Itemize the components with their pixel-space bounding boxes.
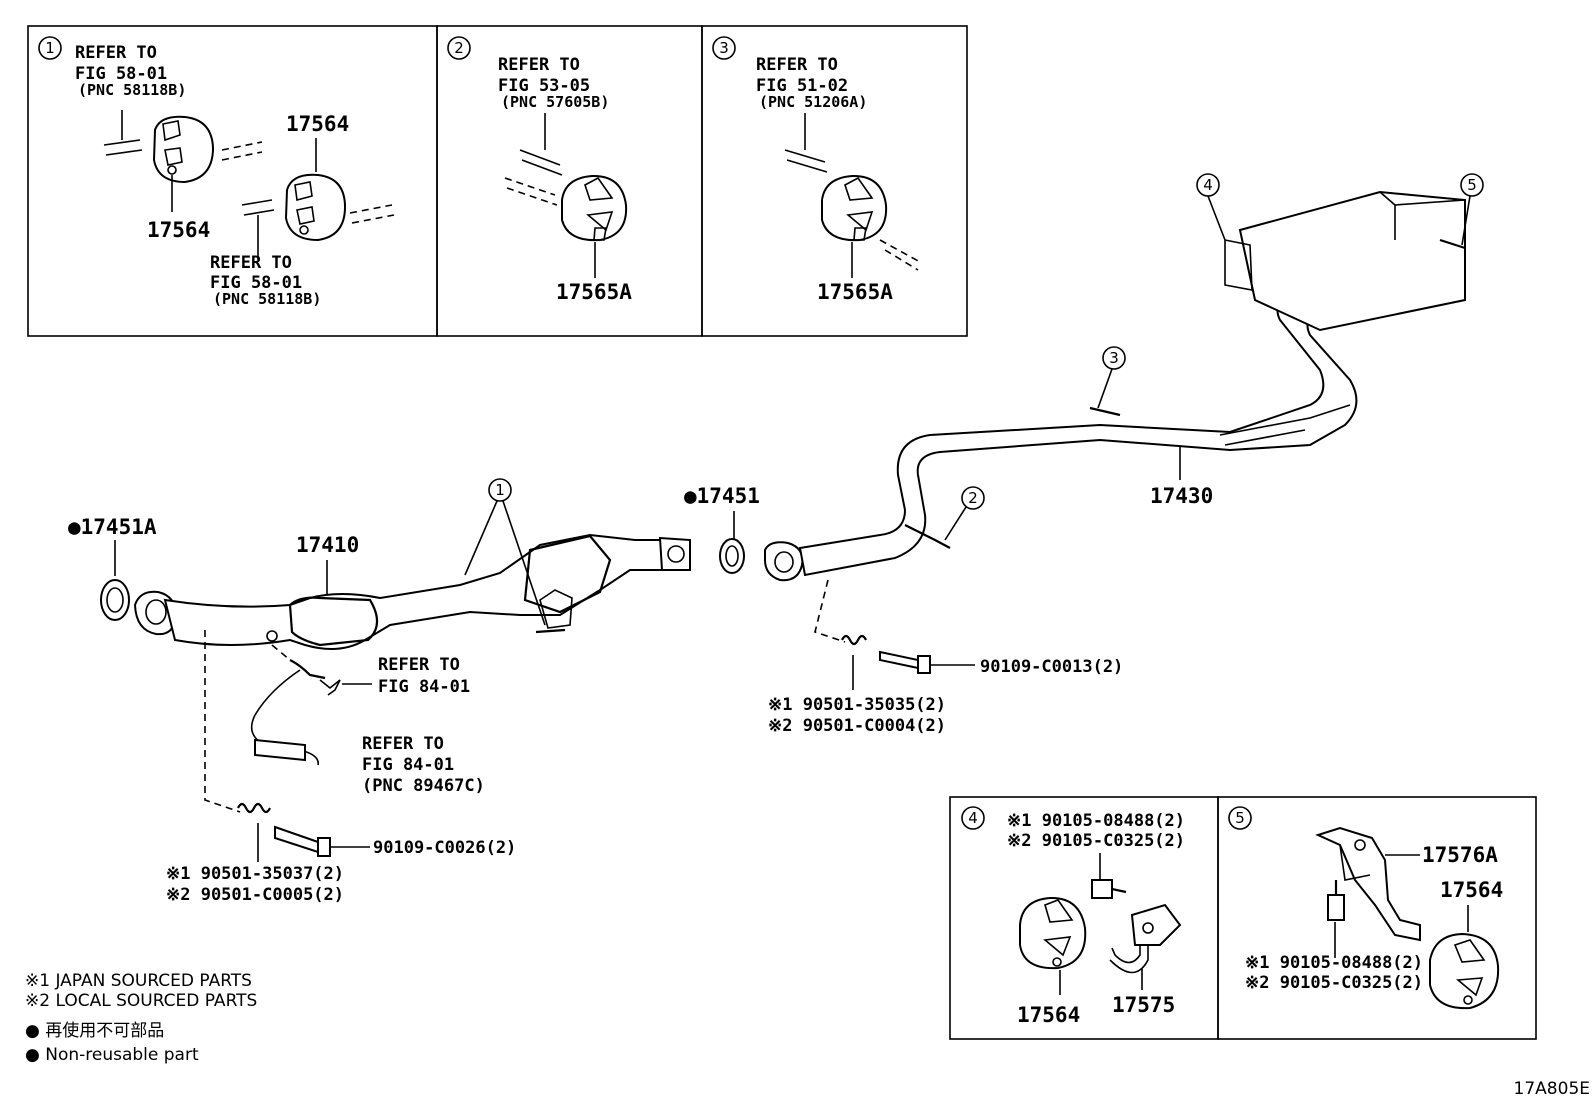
callout-1-label: 1 xyxy=(45,39,55,57)
bolt-label-2: ※2 90105-C0325(2) xyxy=(1007,831,1185,851)
gasket-17451A xyxy=(100,579,130,621)
part-17565A: 17565A xyxy=(817,280,893,304)
bolt-front-label: 90109-C0026(2) xyxy=(373,838,516,858)
bracket-17576A xyxy=(1315,826,1421,942)
refer-sensor-1-line-1: REFER TO xyxy=(378,655,460,675)
legend-non-reusable-jp: ● 再使用不可部品 xyxy=(25,1020,164,1041)
panel-3-frame xyxy=(701,25,968,337)
spring-center-label-2: ※2 90501-C0004(2) xyxy=(768,716,946,736)
refer-sensor-2-line-2: FIG 84-01 xyxy=(362,755,454,775)
muffler xyxy=(1238,190,1466,332)
refer-b-line-3: (PNC 58118B) xyxy=(213,290,321,308)
center-gasket: ●17451 xyxy=(684,484,760,574)
refer-line-3: (PNC 51206A) xyxy=(759,93,867,111)
bolt-center xyxy=(879,650,919,670)
center-fasteners: 90109-C0013(2) ※1 90501-35035(2) ※2 9050… xyxy=(768,579,1123,736)
rubber-hanger-3 xyxy=(561,174,628,242)
bolt-label-1: ※1 90105-08488(2) xyxy=(1245,953,1423,973)
bolt-label-2: ※2 90105-C0325(2) xyxy=(1245,973,1423,993)
spring-front-label-1: ※1 90501-35037(2) xyxy=(166,864,344,884)
muffler-bracket-17575 xyxy=(1109,903,1182,974)
figure-id: 17A805E xyxy=(1514,1079,1590,1099)
bolt-label-1: ※1 90105-08488(2) xyxy=(1007,811,1185,831)
callout-2-main: 2 xyxy=(968,489,978,507)
refer-line-2: FIG 53-05 xyxy=(498,76,590,96)
pipe-stub xyxy=(103,139,143,156)
legend-non-reusable-en: ● Non-reusable part xyxy=(25,1045,199,1065)
tail-pipe-assembly: 3 2 4 5 17430 xyxy=(764,173,1484,582)
front-fasteners: 90109-C0026(2) ※1 90501-35037(2) ※2 9050… xyxy=(166,630,516,905)
panel-5-frame xyxy=(1217,796,1537,1040)
callout-5-main: 5 xyxy=(1467,176,1477,194)
refer-b-line-1: REFER TO xyxy=(210,253,292,273)
panel-3: 3 REFER TO FIG 51-02 (PNC 51206A) 17565A xyxy=(701,25,968,337)
refer-sensor-1-line-2: FIG 84-01 xyxy=(378,677,470,697)
rubber-hanger-6 xyxy=(1429,932,1500,1010)
spring-front-label-2: ※2 90501-C0005(2) xyxy=(166,885,344,905)
bolt xyxy=(1327,894,1345,921)
legend: ※1 JAPAN SOURCED PARTS ※2 LOCAL SOURCED … xyxy=(25,971,257,1065)
part-17575: 17575 xyxy=(1112,993,1175,1017)
rubber-hanger-1 xyxy=(152,115,215,184)
refer-sensor-2-line-1: REFER TO xyxy=(362,734,444,754)
refer-sensor-2-line-3: (PNC 89467C) xyxy=(362,776,485,796)
compression-spring-front xyxy=(237,802,271,814)
refer-line-1: REFER TO xyxy=(75,43,157,63)
callout-5-label: 5 xyxy=(1235,809,1245,827)
part-17576A: 17576A xyxy=(1422,843,1498,867)
part-17451: ●17451 xyxy=(684,484,760,508)
refer-line-1: REFER TO xyxy=(498,55,580,75)
oxygen-sensors: REFER TO FIG 84-01 REFER TO FIG 84-01 (P… xyxy=(250,644,485,796)
catalytic-converter-2 xyxy=(523,534,612,614)
bolt-front xyxy=(274,825,319,854)
bolt xyxy=(1091,879,1113,899)
refer-line-2: FIG 51-02 xyxy=(756,76,848,96)
front-pipe-assembly: ●17451A 17410 1 xyxy=(68,478,691,650)
part-17564: 17564 xyxy=(1017,1003,1080,1027)
compression-spring-center xyxy=(841,634,867,646)
legend-local-sourced: ※2 LOCAL SOURCED PARTS xyxy=(25,991,257,1011)
oxygen-sensor-2 xyxy=(254,738,306,762)
refer-b-line-2: FIG 58-01 xyxy=(210,273,302,293)
part-17565A: 17565A xyxy=(556,280,632,304)
callout-1-circle xyxy=(38,36,62,60)
panel-4: 4 ※1 90105-08488(2) ※2 90105-C0325(2) 17… xyxy=(949,796,1219,1040)
part-17451A: ●17451A xyxy=(68,515,157,539)
part-17430: 17430 xyxy=(1150,484,1213,508)
part-17564: 17564 xyxy=(1440,878,1503,902)
callout-2-label: 2 xyxy=(454,39,464,57)
callout-1-main: 1 xyxy=(495,481,505,499)
refer-line-3: (PNC 57605B) xyxy=(501,93,609,111)
legend-japan-sourced: ※1 JAPAN SOURCED PARTS xyxy=(25,971,252,991)
callout-4-main: 4 xyxy=(1203,176,1213,194)
panel-5: 5 17576A 17564 ※1 90105-08488(2) ※2 9010… xyxy=(1217,796,1537,1040)
refer-line-2: FIG 58-01 xyxy=(75,64,167,84)
part-17564-top: 17564 xyxy=(286,112,349,136)
tail-pipe-body xyxy=(798,289,1358,577)
refer-line-3: (PNC 58118B) xyxy=(78,81,186,99)
rear-flange xyxy=(658,536,691,571)
part-17564-bottom: 17564 xyxy=(147,218,210,242)
tail-flange xyxy=(764,541,804,582)
panel-2: 2 REFER TO FIG 53-05 (PNC 57605B) 17565A xyxy=(436,25,703,337)
panel-1: 1 REFER TO FIG 58-01 (PNC 58118B) 17564 … xyxy=(27,25,438,337)
catalytic-converter-1 xyxy=(288,596,379,647)
rubber-hanger-2 xyxy=(284,173,347,242)
rubber-hanger-4 xyxy=(821,174,888,242)
muffler-bracket xyxy=(1224,239,1253,291)
rubber-hanger-5 xyxy=(1019,896,1087,970)
bolt-center-label: 90109-C0013(2) xyxy=(980,657,1123,677)
front-pipe-body xyxy=(163,533,670,650)
callout-4-label: 4 xyxy=(968,809,978,827)
spring-center-label-1: ※1 90501-35035(2) xyxy=(768,695,946,715)
callout-3-main: 3 xyxy=(1109,349,1119,367)
part-17410: 17410 xyxy=(296,533,359,557)
callout-3-label: 3 xyxy=(719,39,729,57)
refer-line-1: REFER TO xyxy=(756,55,838,75)
